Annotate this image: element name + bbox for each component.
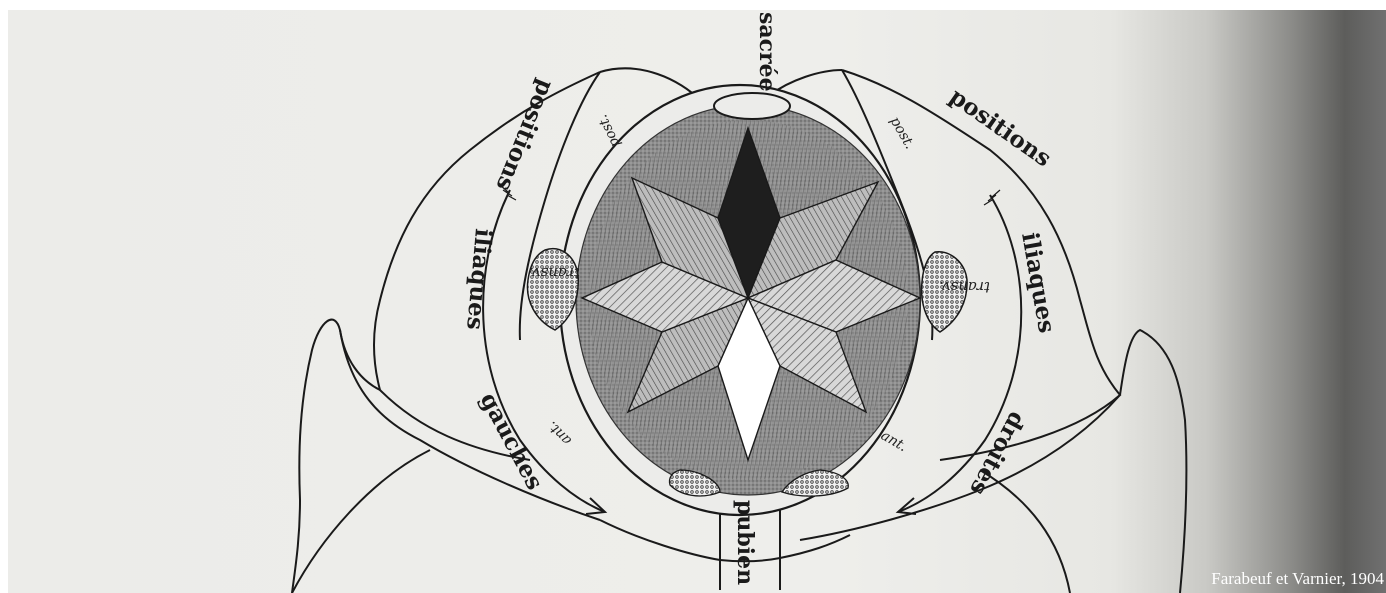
label-left-positions: positions xyxy=(490,76,559,195)
image-credit: Farabeuf et Varnier, 1904 xyxy=(1211,569,1384,589)
label-sacree: sacrée xyxy=(754,12,780,92)
label-ant-right: ant. xyxy=(878,428,910,456)
label-post-left: post. xyxy=(594,112,623,150)
label-left-gauches: gauches xyxy=(475,388,549,494)
label-pubien: pubien xyxy=(732,500,758,585)
label-transv-right: transv. xyxy=(939,278,990,296)
label-right-iliaques: iliaques xyxy=(1016,230,1060,335)
label-left-iliaques: iliaques xyxy=(461,227,497,330)
sacral-promontory xyxy=(714,93,790,119)
label-transv-left: transv. xyxy=(529,264,580,282)
label-ant-left: ant. xyxy=(544,418,575,449)
label-post-right: post. xyxy=(887,114,918,152)
